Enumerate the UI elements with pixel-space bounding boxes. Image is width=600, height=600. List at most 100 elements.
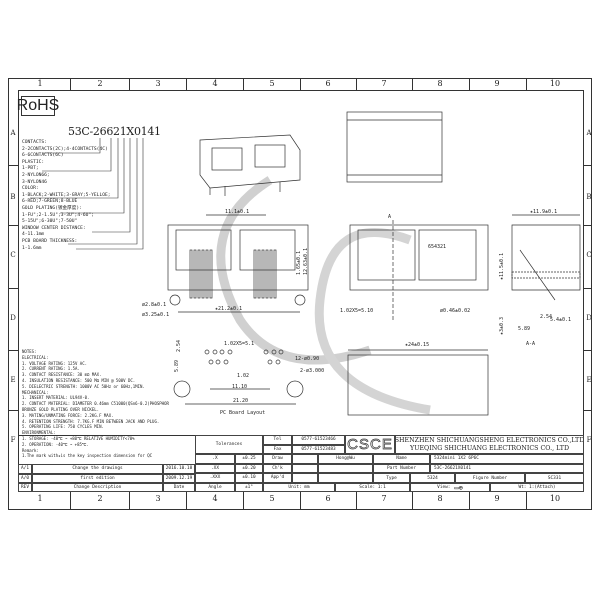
- fax-label: Fax: [263, 444, 292, 454]
- grid-tick: [186, 78, 187, 90]
- pc-board-layout: [204, 349, 284, 365]
- tolerance-class: .XX: [195, 463, 235, 473]
- name-value: 5324mini 1X2 6P6C: [430, 454, 584, 464]
- note-line: 3. CONTACT RESISTANCE: 30 mΩ MAX.: [22, 372, 102, 378]
- column-marker: 1: [37, 79, 43, 88]
- column-marker: 8: [437, 494, 443, 503]
- column-marker: 6: [325, 79, 331, 88]
- contact-pin: [269, 249, 273, 299]
- revision-date: 2016.10.18: [163, 464, 195, 474]
- signoff-label: Draw: [263, 454, 292, 464]
- part-code-line: 1-FU";2-1.5U";3-3U";4-6U";: [22, 212, 94, 218]
- company-name-yueqing: YUEQING SHICHUANG ELECTRONICS CO., LTD: [409, 444, 569, 452]
- grid-tick: [129, 78, 130, 90]
- part-code: 53C-26621X0141: [68, 125, 161, 138]
- note-line: 1. INSERT MATERIAL: UL94V-0.: [22, 395, 90, 401]
- scale-label: Scale: 1:1: [335, 483, 410, 492]
- part-code-line: 6-6CONTACTS(6C): [22, 153, 64, 159]
- grid-tick: [526, 78, 527, 90]
- dimension-label: ★21.2±0.1: [215, 306, 242, 312]
- dimension-label: A-A: [526, 341, 535, 347]
- column-marker: 2: [97, 79, 103, 88]
- signoff-label: Ch'k: [263, 463, 292, 473]
- pcb-hole: [278, 349, 284, 355]
- part-number-label: Part Number: [373, 463, 430, 473]
- part-code-line: PCB BOARD THICKNESS:: [22, 239, 78, 244]
- rev-header: REV: [18, 483, 32, 492]
- pcb-hole: [208, 359, 214, 365]
- row-marker: E: [10, 376, 16, 384]
- grid-tick: [186, 492, 187, 510]
- tolerance-class: Angle: [195, 482, 235, 492]
- revision-id: A/0: [18, 473, 32, 483]
- row-marker: B: [586, 193, 592, 201]
- contact-pin: [201, 249, 205, 299]
- company-name-shenzhen: SHENZHEN SHICHUANGSHENG ELECTRONICS CO.,…: [395, 436, 584, 444]
- part-code-line: 1-BLACK;2-WHITE;3-GRAY;5-YELLOE;: [22, 192, 111, 198]
- part-number-value: 53C-26621X0141: [430, 463, 584, 473]
- grid-tick: [8, 350, 18, 351]
- isometric-view: [199, 134, 301, 196]
- grid-tick: [300, 492, 301, 510]
- grid-tick: [356, 492, 357, 510]
- note-line: BRONZE GOLD PLATING OVER NICKEL.: [22, 407, 100, 412]
- pcb-hole: [223, 359, 229, 365]
- column-marker: 1: [37, 494, 43, 503]
- grid-tick: [8, 165, 18, 166]
- pcb-hole: [275, 359, 281, 365]
- note-line: NOTES:: [22, 349, 37, 354]
- note-line: 5. DIELECTRIC STRENGTH: 1000V AC 50Hz or…: [22, 383, 145, 389]
- tolerances-label: Tolerances: [195, 435, 263, 454]
- part-code-line: 2-2CONTACTS(2C);4-4CONTACTS(4C): [22, 146, 108, 152]
- part-code-line: 5-15U";6-30U";7-50U": [22, 219, 78, 225]
- contact-pin: [273, 249, 277, 299]
- grid-tick: [584, 350, 592, 351]
- figure-number-label: Figure Number: [455, 473, 525, 483]
- unit-label: Unit: mm: [263, 483, 335, 492]
- figure-number-value: SC331: [525, 473, 584, 483]
- tolerance-value: ±0.10: [235, 473, 263, 483]
- grid-tick: [70, 78, 71, 90]
- note-line: 1. STORAGE: -40℃ ~ +80℃ RELATIVE HUMIDIT…: [22, 436, 135, 441]
- grid-tick: [356, 78, 357, 90]
- weight-label: Wt: 1:(Attach): [490, 483, 584, 492]
- tolerance-value: ±0.25: [235, 454, 263, 464]
- dimension-label: A: [388, 214, 391, 220]
- grid-tick: [412, 492, 413, 510]
- part-code-line: PLASTIC:: [22, 159, 45, 165]
- grid-tick: [243, 78, 244, 90]
- column-marker: 8: [437, 79, 443, 88]
- name-label: Name: [373, 454, 430, 464]
- tel-label: Tel: [263, 435, 292, 445]
- dimension-label: ø3.25±0.1: [142, 312, 169, 318]
- grid-tick: [584, 410, 592, 411]
- type-label: Type: [373, 473, 410, 483]
- pcb-hole: [227, 349, 233, 355]
- note-line: 2. CONTACT MATERIAL: DIAMETER 0.46mm C51…: [22, 401, 169, 407]
- dimension-label: 1.65±0.1: [296, 251, 302, 275]
- third-angle-projection-icon: ▭⊕: [454, 483, 463, 492]
- dimension-label: 11.10: [232, 384, 247, 390]
- column-marker: 9: [494, 494, 500, 503]
- column-marker: 7: [381, 494, 387, 503]
- signoff-blank: [292, 454, 318, 464]
- column-marker: 7: [381, 79, 387, 88]
- pcb-hole: [212, 349, 218, 355]
- grid-tick: [243, 492, 244, 510]
- dimension-label: 1.02X5=5.10: [340, 308, 373, 314]
- column-marker: 3: [155, 494, 161, 503]
- note-line: ENVIRONMENTAL:: [22, 430, 56, 436]
- dimension-label: 21.20: [233, 398, 248, 404]
- company-logo: CSCE: [345, 435, 395, 454]
- dimension-label: 654321: [428, 244, 446, 250]
- column-marker: 10: [549, 494, 561, 503]
- dimension-label: 2.54: [540, 314, 552, 320]
- part-code-line: 6-RED;7-GREEN;8-BLUE: [22, 199, 78, 205]
- dimension-label: ø0.46±0.02: [440, 308, 470, 314]
- pcb-hole: [263, 349, 269, 355]
- dimension-label: 1.02: [237, 373, 249, 379]
- row-marker: A: [586, 129, 592, 137]
- grid-tick: [526, 492, 527, 510]
- column-marker: 5: [269, 494, 275, 503]
- grid-tick: [8, 288, 18, 289]
